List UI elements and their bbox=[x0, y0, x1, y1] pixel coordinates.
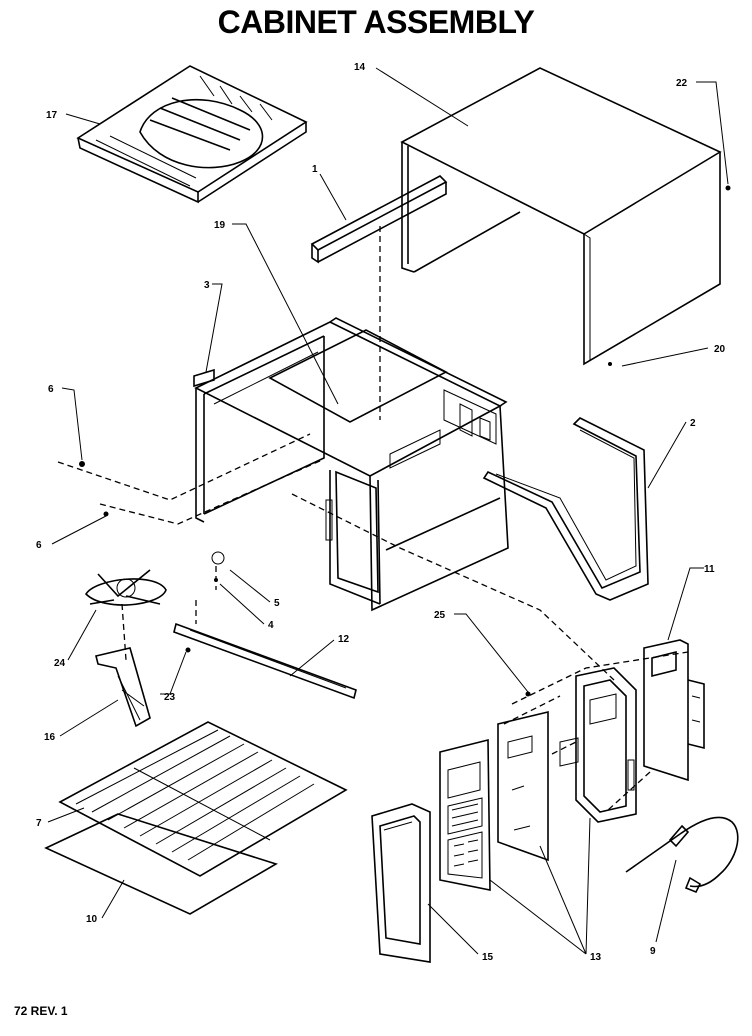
callout-15: 15 bbox=[482, 952, 494, 963]
control-board-frame bbox=[559, 667, 637, 823]
callout-3: 3 bbox=[204, 280, 210, 291]
callout-17: 17 bbox=[46, 110, 58, 121]
part-15-door-trim bbox=[371, 803, 431, 963]
part-9-cord bbox=[625, 816, 739, 894]
part-24-turntable-support bbox=[84, 569, 167, 606]
callout-7: 7 bbox=[36, 818, 42, 829]
revision-footer: 72 REV. 1 bbox=[14, 1004, 68, 1018]
part-11-bracket bbox=[643, 639, 705, 782]
callout-13: 13 bbox=[590, 952, 602, 963]
part-10-base-plate bbox=[44, 813, 278, 915]
part-17-vent-cover bbox=[76, 65, 308, 204]
assembly-dashed-lines bbox=[57, 226, 689, 811]
part-16-motor-bracket bbox=[95, 647, 151, 728]
callout-16: 16 bbox=[44, 732, 56, 743]
leader-lines bbox=[47, 67, 729, 955]
callout-12: 12 bbox=[338, 634, 350, 645]
callout-labels: 17 14 22 1 19 3 20 6 2 6 5 4 24 12 25 11… bbox=[36, 62, 726, 963]
diagram-title: CABINET ASSEMBLY bbox=[217, 4, 535, 40]
oven-cavity-chassis bbox=[194, 317, 509, 612]
callout-5: 5 bbox=[274, 598, 280, 609]
part-1-channel bbox=[310, 175, 448, 264]
part-13-control-panel bbox=[439, 710, 549, 891]
small-hardware bbox=[79, 185, 731, 697]
part-14-outer-cabinet bbox=[400, 67, 722, 366]
callout-6-upper: 6 bbox=[48, 384, 54, 395]
callout-4: 4 bbox=[268, 620, 274, 631]
callout-2: 2 bbox=[690, 418, 696, 429]
callout-11: 11 bbox=[704, 564, 715, 575]
callout-1: 1 bbox=[312, 164, 318, 175]
callout-14: 14 bbox=[354, 62, 366, 73]
callout-22: 22 bbox=[676, 78, 688, 89]
callout-25: 25 bbox=[434, 610, 446, 621]
part-12-rod bbox=[173, 622, 357, 700]
callout-6-lower: 6 bbox=[36, 540, 42, 551]
callout-19: 19 bbox=[214, 220, 226, 231]
part-3-clip bbox=[193, 368, 215, 388]
callout-23: 23 bbox=[164, 692, 176, 703]
part-2-gasket bbox=[482, 417, 649, 601]
callout-24: 24 bbox=[54, 658, 66, 669]
callout-20: 20 bbox=[714, 344, 726, 355]
callout-10: 10 bbox=[86, 914, 98, 925]
callout-9: 9 bbox=[650, 946, 656, 957]
part-7-rack bbox=[58, 721, 348, 877]
